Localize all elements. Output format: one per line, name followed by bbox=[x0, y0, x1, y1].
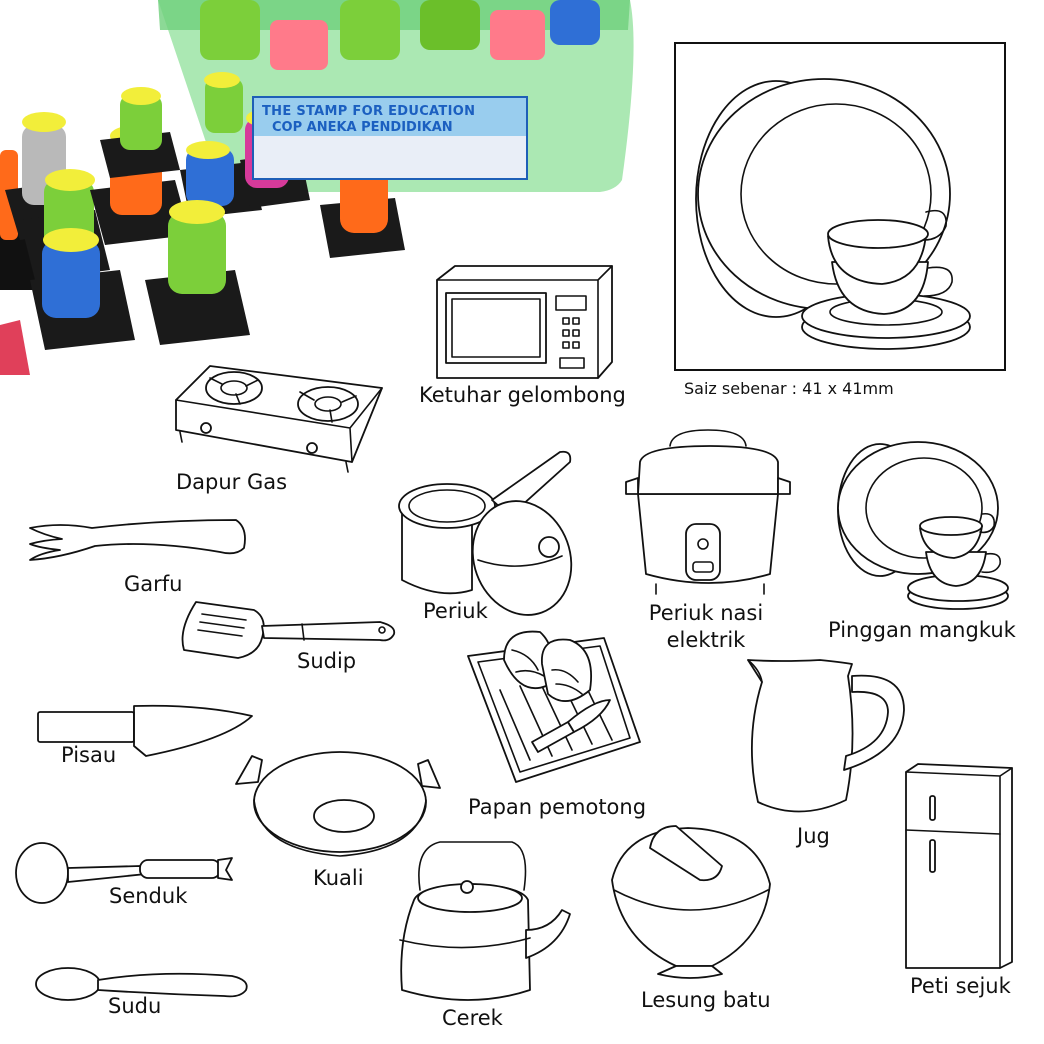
bin-label-title: THE STAMP FOR EDUCATION bbox=[262, 104, 476, 119]
refrigerator-icon bbox=[905, 763, 1013, 969]
label-dapur-gas: Dapur Gas bbox=[176, 470, 288, 494]
label-periuk-nasi: Periuk nasi elektrik bbox=[648, 601, 764, 653]
stamp-green-3 bbox=[145, 200, 250, 345]
dishes-icon bbox=[837, 441, 1009, 610]
microwave-icon bbox=[436, 265, 613, 379]
stamp-in-bin bbox=[490, 10, 545, 60]
bin-label-subtitle: COP ANEKA PENDIDIKAN bbox=[272, 120, 453, 135]
kettle-icon bbox=[399, 841, 571, 1001]
label-papan: Papan pemotong bbox=[468, 795, 647, 819]
stamp-in-bin bbox=[270, 20, 328, 70]
wok-icon bbox=[235, 751, 441, 857]
stamp-in-bin bbox=[200, 0, 260, 60]
stamp-preview-frame bbox=[674, 42, 1006, 371]
label-garfu: Garfu bbox=[124, 572, 183, 596]
stamp-base-red bbox=[0, 320, 30, 375]
stamp-size-note: Saiz sebenar : 41 x 41mm bbox=[684, 379, 894, 398]
label-jug: Jug bbox=[797, 824, 830, 848]
mortar-icon bbox=[611, 825, 771, 979]
stamp-green-4 bbox=[204, 72, 243, 133]
jug-icon bbox=[747, 659, 905, 813]
bin-label: THE STAMP FOR EDUCATION COP ANEKA PENDID… bbox=[252, 96, 528, 180]
label-pinggan: Pinggan mangkuk bbox=[828, 618, 1016, 642]
pot-icon bbox=[398, 450, 573, 616]
rice-cooker-icon bbox=[625, 429, 791, 595]
spoon-icon bbox=[35, 967, 248, 1001]
cutting-board-icon bbox=[467, 630, 641, 783]
label-ketuhar: Ketuhar gelombong bbox=[419, 383, 626, 407]
stamp-blue-2 bbox=[180, 141, 262, 218]
label-periuk: Periuk bbox=[423, 599, 488, 623]
plates-cups-icon bbox=[695, 78, 971, 350]
label-sudip: Sudip bbox=[297, 649, 357, 673]
label-lesung: Lesung batu bbox=[641, 988, 771, 1012]
label-cerek: Cerek bbox=[442, 1006, 503, 1030]
gas-stove-icon bbox=[175, 365, 383, 473]
stamp-in-bin bbox=[420, 0, 480, 50]
stamp-green-2 bbox=[100, 87, 180, 178]
label-senduk: Senduk bbox=[109, 884, 188, 908]
fork-icon bbox=[29, 519, 246, 561]
knife-icon bbox=[37, 704, 253, 757]
label-kuali: Kuali bbox=[313, 866, 364, 890]
spatula-icon bbox=[181, 601, 396, 659]
label-sudu: Sudu bbox=[108, 994, 162, 1018]
stamp-in-bin bbox=[550, 0, 600, 45]
label-pisau: Pisau bbox=[61, 743, 117, 767]
stamp-blue-1 bbox=[30, 228, 135, 350]
stamp-in-bin bbox=[340, 0, 400, 60]
stamp-set-photo: THE STAMP FOR EDUCATION COP ANEKA PENDID… bbox=[0, 0, 640, 375]
label-peti: Peti sejuk bbox=[910, 974, 1011, 998]
ladle-icon bbox=[15, 842, 233, 904]
